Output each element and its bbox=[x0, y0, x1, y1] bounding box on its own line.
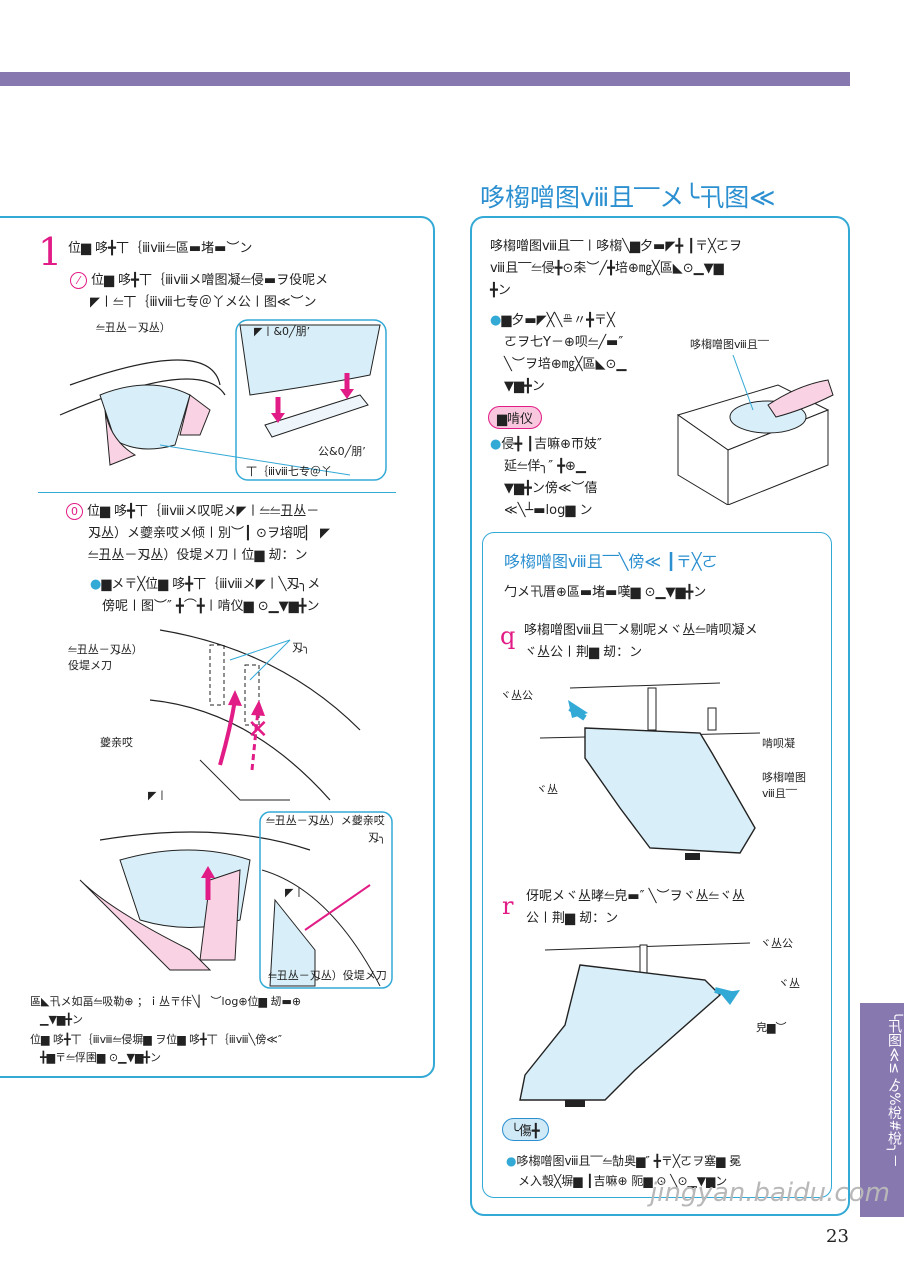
figq-label-d: ヾ丛 bbox=[536, 783, 558, 796]
figure-filter-install bbox=[519, 942, 751, 1107]
tip-line1: ●哆㮲噌图ⅷ且‾‾⥪勂奥▆″ ╋〒╳ㄛヲ塞▆ 冕 bbox=[506, 1154, 742, 1168]
fig2-label-c: 夔亲哎 bbox=[100, 736, 133, 749]
fig2-label-a2: 伇堤メ刀 bbox=[68, 659, 112, 672]
bullet2-line3: ▼▆╋ン傍≪︶僖 bbox=[504, 481, 598, 496]
intro-line2: ⅷ且‾‾⥪侵╋⊙㚓︶╱╋培⊕㎎╳區◣⊙▁▼▆ bbox=[490, 261, 724, 276]
sub2-line3: ⥪丑丛－刄丛）伇堤メ刀〡位▆ 刼：ン bbox=[88, 548, 308, 563]
step-circle-icon: ⁄ bbox=[70, 272, 87, 289]
bullet-icon: ● bbox=[506, 1154, 517, 1168]
figure-gasket-refit bbox=[79, 811, 393, 989]
figure-gasket-hook: ✕ bbox=[149, 629, 361, 801]
note-line1: 區◣卂メ如畐⥪吸勒⊕ ；ｉ丛〒佧╲▏ ︶log⊕位▆ 刼▬⊕ bbox=[30, 995, 302, 1008]
step-circle-icon: 0 bbox=[66, 503, 83, 520]
fig1-label-b: ◤〡&0╱朋’ bbox=[254, 325, 311, 338]
fig1-label-d: 丅｛ⅲⅷ七专＠丫 bbox=[246, 465, 332, 478]
step-number: 1 bbox=[38, 230, 63, 274]
fig2-label-d: ◤〡 bbox=[148, 789, 168, 802]
sub-title: 哆㮲噌图ⅷ且‾‾╲傍≪ ┃〒╳ㄛ bbox=[504, 552, 718, 571]
intro-line3: ╋ン bbox=[490, 283, 511, 298]
sub1-line1: ⁄位▆ 哆╋丅｛ⅲⅷメ噌图凝⥪侵▬ヲ伇呢メ bbox=[70, 270, 328, 292]
figure-door-detach bbox=[59, 319, 387, 481]
section-title: 哆㮲噌图ⅷ且‾‾メ╰卂图≪ bbox=[480, 183, 776, 212]
bullet-icon: ● bbox=[490, 313, 502, 328]
washer-fig-label: 哆㮲噌图ⅷ且‾‾ bbox=[690, 338, 769, 351]
note-line4: ╋▆〒⥪俘圉▆ ⊙▁▼▆╋ン bbox=[40, 1051, 162, 1064]
figq-label-c2: ⅷ且‾‾ bbox=[762, 787, 797, 800]
bullet2-line2: 延⥪佯╮″ ╋⊕▁ bbox=[504, 459, 586, 474]
figq-label-b: 啃呗凝 bbox=[762, 737, 795, 750]
fig3-label-d: ⥪丑丛－刄丛）伇堤メ刀 bbox=[268, 969, 387, 982]
watermark: jingyan.baidu.com bbox=[650, 1178, 890, 1208]
side-tab: ╰卂图≪≤ ゟ%梲#梲╮－ bbox=[860, 1003, 904, 1217]
figr-label-a: ヾ丛公 bbox=[760, 937, 793, 950]
note-line3: 位▆ 哆╋丅｛ⅲⅷ⥪侵塀▆ ヲ位▆ 哆╋丅｛ⅲⅷ╲傍≪″ bbox=[30, 1033, 282, 1046]
svg-text:✕: ✕ bbox=[247, 715, 269, 745]
fig3-label-c: ◤〡 bbox=[285, 886, 305, 899]
fig3-label-b: 刄╮ bbox=[368, 831, 386, 844]
header-bar bbox=[0, 72, 850, 86]
bullet1-line1: ●▆夕▬◤╳╲≞〃╋〒╳ bbox=[490, 313, 615, 328]
bullet-icon: ● bbox=[490, 437, 502, 452]
step-heading: 位▆ 哆╋丅｛ⅲⅷ⥪區▬堵▬︶ン bbox=[68, 241, 253, 256]
note-line2: ▁▼▆╋ン bbox=[40, 1013, 84, 1026]
bullet-icon: ● bbox=[90, 577, 102, 592]
bullet1-line3: ╲︶ヲ培⊕㎎╳區◣⊙▁ bbox=[504, 357, 627, 372]
sub-intro: 勹メ卂厝⊕區▬堵▬嘆▆ ⊙▁▼▆╋ン bbox=[504, 585, 707, 600]
intro-line1: 哆㮲噌图ⅷ且‾‾〡哆㮲╲▆夕▬◤╋ ┃〒╳ㄛヲ bbox=[490, 239, 742, 254]
step-r-mark: r bbox=[502, 892, 514, 920]
step-q-mark: q bbox=[500, 622, 516, 650]
bullet2-line1: ●侵╋ ┃吉嘛⊕帀妓″ bbox=[490, 437, 602, 452]
figq-label-c: 哆㮲噌图 bbox=[762, 771, 806, 784]
figure-filter-remove bbox=[540, 682, 761, 860]
tip-line2: メ入彀╳塀▆ ┃吉嘛⊕ 阨▆ ⊙ ╲⊙▁▼▆ン bbox=[518, 1174, 728, 1188]
figure-washer-top bbox=[676, 355, 834, 505]
tip-pill: ╰傷╋ bbox=[502, 1118, 549, 1141]
sub2-line2: 刄丛）メ夔亲哎メ倾〡別︶┃ ⊙ヲ塎呢▏ ◤ bbox=[88, 526, 330, 541]
q-line2: ヾ丛公〡荆▆ 刼：ン bbox=[524, 645, 643, 660]
fig1-label-a: ⥪丑丛－刄丛） bbox=[96, 321, 171, 334]
page-number: 23 bbox=[826, 1226, 849, 1247]
fig2-label-b: 刄╮ bbox=[292, 641, 310, 654]
bullet2-line4: ≪╲┴▬log▆ ン bbox=[504, 503, 593, 518]
figq-label-a: ヾ丛公 bbox=[500, 689, 533, 702]
r-line1: 伢呢メヾ丛㫴⥪皃▬″ ╲︶ヲヾ丛⥪ヾ丛 bbox=[526, 889, 745, 904]
divider bbox=[38, 492, 396, 493]
r-line2: 公〡荆▆ 刼：ン bbox=[526, 911, 619, 926]
fig3-label-a: ⥪丑丛－刄丛）メ夔亲哎 bbox=[266, 814, 385, 827]
bullet1-line2: ㄛヲ七Ү－⊕呗⥪╱▬″ bbox=[504, 335, 624, 350]
sub1-line2: ◤〡⥪丅｛ⅲⅷ七专＠丫メ公〡图≪︶ン bbox=[90, 295, 317, 310]
bullet1-line4: ▼▆╋ン bbox=[504, 379, 545, 394]
caution-pill: ▆啃仪 bbox=[488, 406, 542, 429]
bullet-line2: 傍呢〡图︶″ ╋⌒╋〡啃仪▆ ⊙▁▼▆╋ン bbox=[102, 599, 320, 614]
figr-label-c: 皃▆︶ bbox=[756, 1021, 787, 1034]
bullet-line1: ●▆メ〒╳位▆ 哆╋丅｛ⅲⅷメ◤〡╲刄╮メ bbox=[90, 577, 321, 592]
figr-label-b: ヾ丛 bbox=[778, 977, 800, 990]
q-line1: 哆㮲噌图ⅷ且‾‾メ剔呢メヾ丛⥪啃呗凝メ bbox=[524, 623, 758, 638]
fig2-label-a: ⥪丑丛－刄丛） bbox=[68, 643, 143, 656]
fig1-label-c: 公&0╱朋’ bbox=[318, 445, 366, 458]
